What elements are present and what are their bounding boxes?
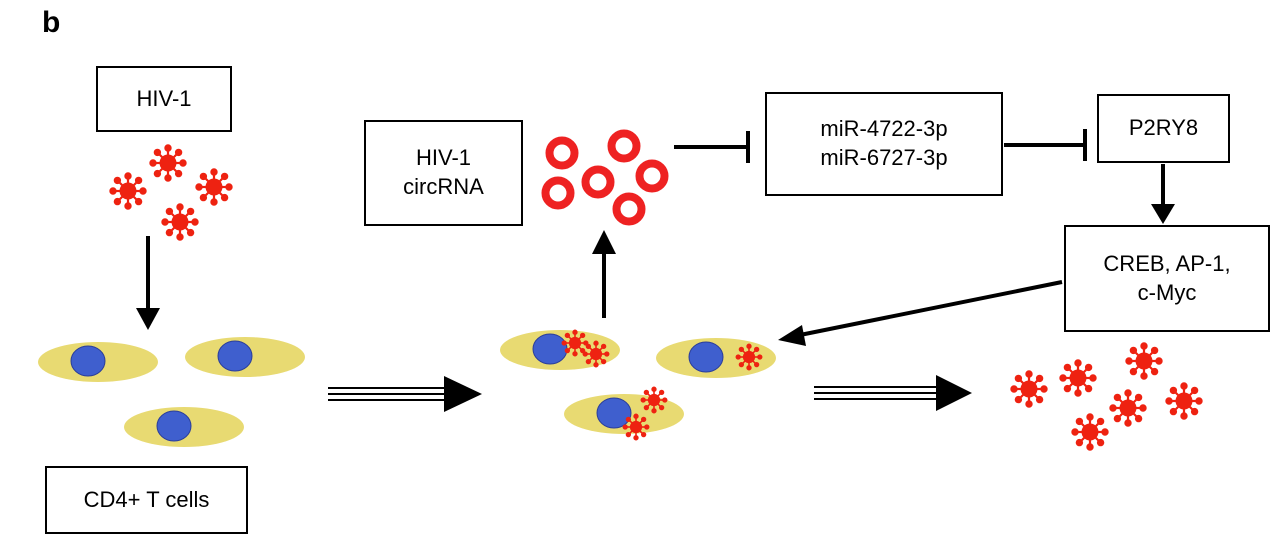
virus-cluster-left bbox=[109, 144, 233, 241]
infection-arrow-down bbox=[136, 236, 160, 330]
mirna-label-box: miR-4722-3p miR-6727-3p bbox=[765, 92, 1003, 196]
circrna-label-box: HIV-1 circRNA bbox=[364, 120, 523, 226]
infected-cells bbox=[499, 329, 777, 440]
cd4-cells-label: CD4+ T cells bbox=[83, 486, 210, 512]
mirna-label-line2: miR-6727-3p bbox=[820, 145, 948, 170]
uninfected-cells bbox=[37, 336, 306, 448]
tf-label-line2: c-Myc bbox=[1137, 279, 1197, 305]
activation-p2ry8-tf bbox=[1151, 164, 1175, 224]
panel-letter: b bbox=[42, 6, 61, 39]
virus-cluster-right bbox=[1010, 342, 1203, 451]
activation-tf-cells bbox=[778, 280, 1063, 346]
tf-label-line1: CREB, AP-1, bbox=[1103, 250, 1231, 276]
hiv1-label: HIV-1 bbox=[136, 85, 192, 111]
circrna-label-line2: circRNA bbox=[403, 174, 484, 199]
mirna-label-line1: miR-4722-3p bbox=[820, 116, 948, 142]
circrna-release-arrow bbox=[592, 230, 616, 318]
inhibition-circrna-mirna bbox=[674, 131, 750, 163]
hiv1-label-box: HIV-1 bbox=[96, 66, 232, 132]
tf-label-box: CREB, AP-1, c-Myc bbox=[1064, 225, 1270, 332]
progression-arrow-1 bbox=[328, 376, 482, 412]
circrna-label-line1: HIV-1 bbox=[415, 145, 472, 171]
p2ry8-label: P2RY8 bbox=[1128, 115, 1199, 141]
circrna-cluster bbox=[546, 134, 665, 222]
p2ry8-label-box: P2RY8 bbox=[1097, 94, 1230, 163]
progression-arrow-2 bbox=[814, 375, 972, 411]
cd4-cells-label-box: CD4+ T cells bbox=[45, 466, 248, 534]
inhibition-mirna-p2ry8 bbox=[1004, 129, 1087, 161]
